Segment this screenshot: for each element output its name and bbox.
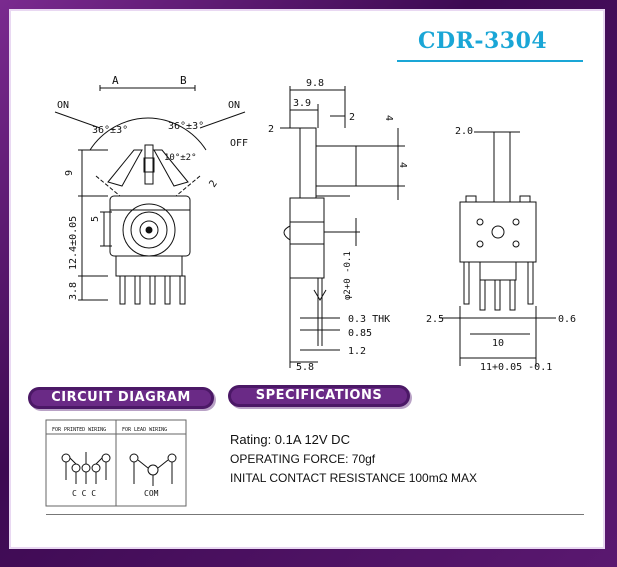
dim-12-4: 12.4±0.05 [68,216,79,270]
angle-off: 10°±2° [164,153,197,163]
circuit-com: COM [144,489,159,498]
angle-left: 36°±3° [92,125,128,136]
dim-10: 10 [492,338,504,349]
dim-2-0: 2.0 [455,126,473,137]
spec-force: OPERATING FORCE: 70gf [230,452,376,466]
specifications-heading-text: SPECIFICATIONS [231,388,407,404]
circuit-lead: FOR LEAD WIRING [122,427,167,433]
dim-2b: 2 [349,112,355,123]
label-on-right: ON [228,100,240,111]
circuit-diagram-heading-text: CIRCUIT DIAGRAM [31,390,211,406]
bottom-rule [46,514,584,515]
dim-9-8: 9.8 [306,78,324,89]
angle-right: 36°±3° [168,121,204,132]
circuit-printed: FOR PRINTED WIRING [52,427,106,433]
circuit-diagram-heading: CIRCUIT DIAGRAM [28,387,214,409]
dim-5: 5 [90,216,101,222]
specifications-heading: SPECIFICATIONS [228,385,410,407]
datasheet-panel [9,9,605,549]
dim-4a: 4 [383,115,394,121]
spec-resistance: INITAL CONTACT RESISTANCE 100mΩ MAX [230,471,478,485]
title-underline [397,60,583,62]
dim-phi2: φ2+0 -0.1 [343,251,353,300]
rear-view: 2.0 2.5 10 0.6 11+0.05 -0.1 [426,126,576,373]
dim-3-9: 3.9 [293,98,311,109]
spec-rating: Rating: 0.1A 12V DC [230,432,350,447]
label-off: OFF [230,138,248,149]
dim-0-3: 0.3 THK [348,314,390,325]
dim-1-2: 1.2 [348,346,366,357]
front-view: A B ON ON OFF 36°±3° 36°±3° 10°±2° [54,74,248,305]
dim-11: 11+0.05 -0.1 [480,362,552,373]
dim-0-85: 0.85 [348,328,372,339]
side-view: 9.8 3.9 2 2 4 4 φ2+0 -0.1 0.3 THK 0.85 [268,78,408,373]
dim-4b: 4 [397,162,408,168]
dim-3-8: 3.8 [68,282,79,300]
label-a: A [112,74,119,87]
dim-0-6: 0.6 [558,314,576,325]
circuit-ccc: C C C [72,489,96,498]
dim-5-8: 5.8 [296,362,314,373]
label-on-left: ON [57,100,69,111]
dim-2a: 2 [268,124,274,135]
dim-2-angle: 2 [207,178,219,189]
model-title: CDR-3304 [418,28,548,54]
dim-9: 9 [64,170,75,176]
dim-2-5: 2.5 [426,314,444,325]
circuit-diagram: FOR PRINTED WIRING FOR LEAD WIRING C C C… [45,419,187,507]
label-b: B [180,74,187,87]
